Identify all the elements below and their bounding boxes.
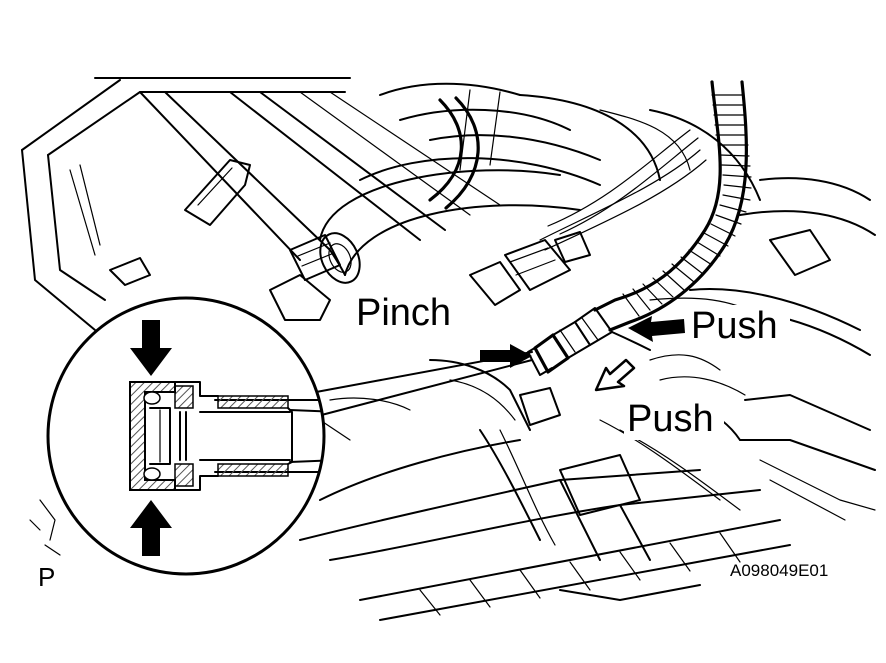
corrugated-fuel-hose (593, 80, 752, 332)
engine-background (21, 77, 876, 621)
pinch-arrow-top (130, 320, 172, 376)
push-label-right: Push (691, 305, 778, 347)
fuel-line-quick-connector (527, 307, 651, 376)
push-arrow-right (628, 316, 685, 342)
push-arrow-outline (594, 358, 636, 392)
push-lower-label-bg (624, 398, 724, 440)
pinch-label: Pinch (356, 292, 451, 334)
callout-leader-lines (299, 351, 533, 419)
push-label-lower: Push (627, 398, 714, 440)
figure-code: A098049E01 (730, 561, 828, 580)
corner-mark: P (38, 562, 55, 592)
pinch-label-bg (352, 290, 462, 330)
pinch-arrow-bottom (130, 500, 172, 556)
push-right-label-bg (690, 305, 790, 345)
connector-cross-section-inset (46, 296, 326, 576)
